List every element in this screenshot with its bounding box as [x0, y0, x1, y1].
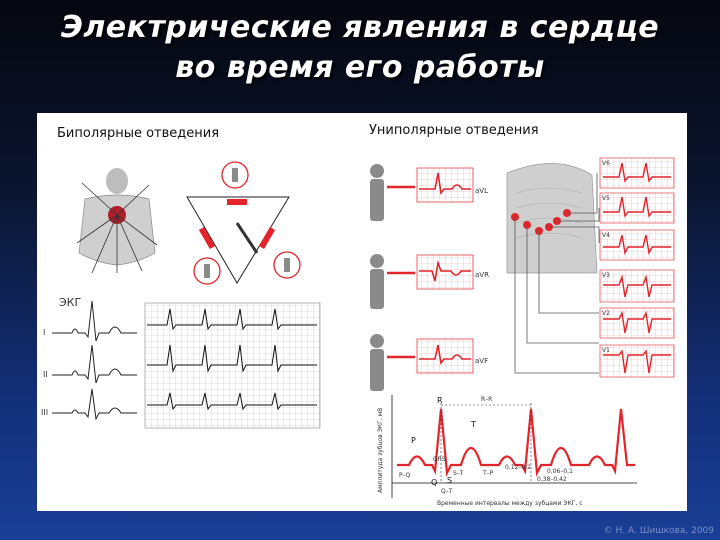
interval-label-qrs: QRS [433, 456, 446, 463]
lead-label-v5: V5 [602, 195, 610, 202]
interval-value-1: 0,12–0,2 [505, 464, 531, 471]
slide-title-line-1: Электрические явления в сердце [60, 10, 660, 45]
lead-label-v3: V3 [602, 272, 610, 279]
lead-label-v4: V4 [602, 232, 610, 239]
lead-label-avf: aVF [475, 357, 488, 365]
lead-label-v2: V2 [602, 310, 610, 317]
lead-label-i: I [43, 328, 45, 337]
wave-label-p: P [411, 436, 416, 445]
unipolar-leads-caption: Униполярные отведения [369, 123, 539, 138]
interval-label-st: S–T [453, 470, 464, 477]
wave-label-s: S [447, 476, 452, 485]
lead-label-v6: V6 [602, 160, 610, 167]
wave-label-t: T [470, 420, 476, 429]
interval-label-qt: Q–T [441, 488, 453, 495]
slide-title: Электрические явления в сердце во время … [0, 8, 720, 88]
lead-label-avl: aVL [475, 187, 488, 195]
lead-label-iii: III [41, 408, 48, 417]
copyright-credit: © Н. А. Шишкова, 2009 [603, 526, 714, 536]
lead-label-v1: V1 [602, 347, 610, 354]
lead-label-avr: aVR [475, 271, 489, 279]
bipolar-leads-caption: Биполярные отведения [57, 126, 220, 141]
interval-label-rr: R–R [481, 396, 492, 403]
figure-panel: Биполярные отведения Униполярные отведен… [37, 113, 687, 511]
chest-figure [506, 163, 600, 374]
interval-value-3: 0,38–0,42 [537, 476, 567, 483]
wave-label-r: R [437, 396, 443, 405]
lead-label-ii: II [43, 370, 48, 379]
torso-figure [76, 168, 158, 274]
ekg-label: ЭКГ [59, 296, 82, 309]
x-axis-label: Временные интервалы между зубцами ЭКГ, с [437, 500, 583, 507]
detailed-ecg-diagram: P Q R S T P–Q QRS S–T Q–T T–P R–R 0,12–0… [377, 395, 637, 507]
bipolar-small-ekgs [52, 300, 137, 421]
ecg-illustration: I II III [41, 157, 675, 507]
wave-label-q: Q [431, 478, 437, 487]
y-axis-label: Амплитуда зубцов ЭКГ, мВ [377, 408, 384, 493]
bipolar-ecg-strip [144, 302, 321, 429]
slide-title-line-2: во время его работы [175, 50, 545, 85]
chest-lead-ekgs: V6 V5 V4 V3 V2 V1 [599, 157, 675, 378]
unipolar-limb-figures: aVL aVR aVF [370, 164, 489, 391]
interval-value-2: 0,06–0,1 [547, 468, 573, 475]
interval-label-tp: T–P [482, 470, 494, 477]
interval-label-pq: P–Q [399, 472, 411, 479]
einthoven-triangle [186, 161, 301, 285]
